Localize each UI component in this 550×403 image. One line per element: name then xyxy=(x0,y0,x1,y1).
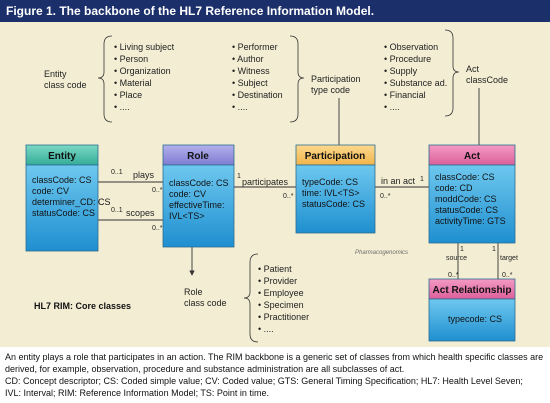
figure-caption: An entity plays a role that participates… xyxy=(5,351,547,399)
act-class-code-group: • Observation • Procedure • Supply • Sub… xyxy=(384,29,508,151)
scopes-mult-role: 0..* xyxy=(152,225,163,232)
participation-code-item: • .... xyxy=(232,102,248,112)
participates-mult-role: 1 xyxy=(237,173,241,180)
act-attr: moddCode: CS xyxy=(435,194,497,204)
in-an-act-mult-act: 1 xyxy=(420,176,424,183)
act-code-item: • Financial xyxy=(384,90,426,100)
scopes-label: scopes xyxy=(126,208,155,218)
entity-code-item: • Place xyxy=(114,90,142,100)
act-attr: statusCode: CS xyxy=(435,205,498,215)
target-label: target xyxy=(500,255,518,262)
entity-attr: code: CV xyxy=(32,186,69,196)
act-attr: code: CD xyxy=(435,183,473,193)
in-an-act-mult-participation: 0..* xyxy=(380,193,391,200)
caption-line: IVL: Interval; RIM: Reference Informatio… xyxy=(5,388,269,398)
act-code-item: • .... xyxy=(384,102,400,112)
act-relationship-attr: typecode: CS xyxy=(448,314,502,324)
source-label: source xyxy=(446,255,467,262)
participation-attr: statusCode: CS xyxy=(302,199,365,209)
act-class-code-label-2: classCode xyxy=(466,75,508,85)
target-mult-act: 1 xyxy=(492,246,496,253)
entity-class-code-label-2: class code xyxy=(44,80,87,90)
caption-line: CD: Concept descriptor; CS: Coded simple… xyxy=(5,376,523,386)
act-code-item: • Procedure xyxy=(384,54,431,64)
source-mult-act: 1 xyxy=(460,246,464,253)
participation-class-name: Participation xyxy=(305,151,366,162)
associations: 0..1 plays 0..* 0..1 scopes 0..* 1 parti… xyxy=(98,169,518,279)
plays-mult-role: 0..* xyxy=(152,187,163,194)
entity-class-box[interactable]: Entity classCode: CS code: CV determiner… xyxy=(25,144,111,252)
participation-class-box[interactable]: Participation typeCode: CS time: IVL<TS>… xyxy=(295,144,376,234)
participation-code-item: • Destination xyxy=(232,90,283,100)
act-relationship-class-box[interactable]: Act Relationship typecode: CS xyxy=(428,278,516,342)
entity-code-item: • Living subject xyxy=(114,42,175,52)
role-code-item: • Employee xyxy=(258,288,304,298)
entity-code-item: • Material xyxy=(114,78,152,88)
role-attr: IVL<TS> xyxy=(169,211,205,221)
target-mult-rel: 0..* xyxy=(502,272,513,279)
core-classes-label: HL7 RIM: Core classes xyxy=(34,301,131,311)
plays-mult-entity: 0..1 xyxy=(111,169,123,176)
entity-brace xyxy=(97,35,113,123)
role-attr: code: CV xyxy=(169,189,206,199)
figure-title: Figure 1. The backbone of the HL7 Refere… xyxy=(0,0,550,22)
act-code-item: • Substance ad. xyxy=(384,78,447,88)
entity-class-code-label-1: Entity xyxy=(44,69,67,79)
role-class-box[interactable]: Role classCode: CS code: CV effectiveTim… xyxy=(162,144,235,248)
role-code-item: • Patient xyxy=(258,264,292,274)
role-code-item: • Practitioner xyxy=(258,312,309,322)
entity-attr: statusCode: CS xyxy=(32,208,95,218)
participation-type-code-group: • Performer • Author • Witness • Subject… xyxy=(232,35,361,151)
act-attr: classCode: CS xyxy=(435,172,495,182)
participation-code-item: • Witness xyxy=(232,66,270,76)
rim-diagram: Entity class code • Living subject • Per… xyxy=(25,29,518,343)
role-code-item: • Provider xyxy=(258,276,297,286)
participation-code-item: • Author xyxy=(232,54,264,64)
participation-attr: typeCode: CS xyxy=(302,177,358,187)
role-brace xyxy=(243,253,259,343)
role-attr: effectiveTime: xyxy=(169,200,225,210)
entity-class-name: Entity xyxy=(48,151,76,162)
act-brace xyxy=(444,29,460,117)
entity-code-item: • Person xyxy=(114,54,148,64)
entity-attr: determiner_CD: CS xyxy=(32,197,111,207)
participates-mult-participation: 0..* xyxy=(283,193,294,200)
scopes-mult-entity: 0..1 xyxy=(111,207,123,214)
participation-type-code-label-1: Participation xyxy=(311,74,361,84)
entity-code-item: • Organization xyxy=(114,66,171,76)
act-class-name: Act xyxy=(464,151,481,162)
participation-code-item: • Subject xyxy=(232,78,268,88)
act-code-item: • Observation xyxy=(384,42,438,52)
role-class-code-label-1: Role xyxy=(184,287,203,297)
participation-brace xyxy=(289,35,305,123)
participation-code-item: • Performer xyxy=(232,42,278,52)
role-code-item: • Specimen xyxy=(258,300,304,310)
caption-line: An entity plays a role that participates… xyxy=(5,352,544,362)
participates-label: participates xyxy=(242,177,289,187)
act-class-code-label-1: Act xyxy=(466,64,480,74)
watermark: Pharmacogenomics xyxy=(355,250,408,256)
in-an-act-label: in an act xyxy=(381,176,416,186)
act-relationship-class-name: Act Relationship xyxy=(433,285,512,296)
role-class-code-label-2: class code xyxy=(184,298,227,308)
role-class-code-group: Role class code • Patient • Provider • E… xyxy=(184,253,309,343)
entity-class-code-group: Entity class code • Living subject • Per… xyxy=(44,35,175,123)
act-attr: activityTime: GTS xyxy=(435,216,506,226)
participation-type-code-label-2: type code xyxy=(311,85,350,95)
source-mult-rel: 0..* xyxy=(448,272,459,279)
entity-code-item: • .... xyxy=(114,102,130,112)
act-class-box[interactable]: Act classCode: CS code: CD moddCode: CS … xyxy=(428,144,516,244)
plays-label: plays xyxy=(133,170,155,180)
diagram-panel: Entity class code • Living subject • Per… xyxy=(0,22,550,347)
role-attr: classCode: CS xyxy=(169,178,229,188)
entity-attr: classCode: CS xyxy=(32,175,92,185)
caption-line: derived, for example, observation, proce… xyxy=(5,364,405,374)
participation-attr: time: IVL<TS> xyxy=(302,188,360,198)
act-code-item: • Supply xyxy=(384,66,418,76)
role-class-name: Role xyxy=(187,151,209,162)
role-code-item: • .... xyxy=(258,324,274,334)
